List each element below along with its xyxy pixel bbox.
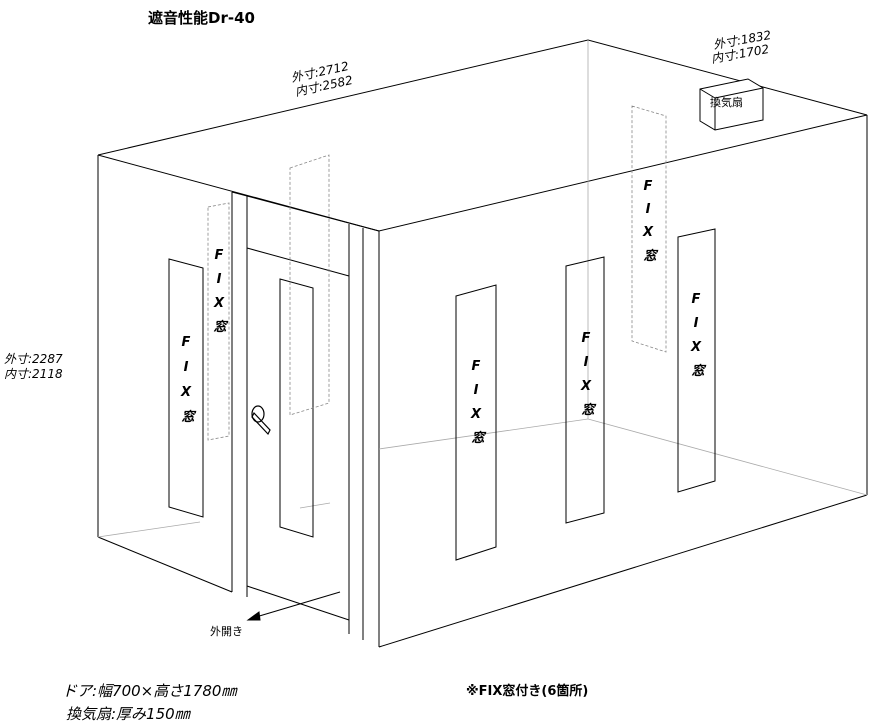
- svg-text:I: I: [584, 355, 589, 370]
- svg-text:I: I: [474, 383, 479, 398]
- svg-text:X: X: [213, 296, 225, 311]
- svg-text:F: F: [182, 335, 191, 350]
- hidden-windows: [207, 105, 667, 441]
- door: [231, 191, 380, 640]
- svg-text:窓: 窓: [181, 409, 196, 425]
- fan-thickness-note: 換気扇:厚み150㎜: [66, 705, 192, 723]
- fix-window-count-note: ※FIX窓付き(6箇所): [466, 683, 588, 699]
- ventilation-fan-label: 換気扇: [710, 95, 743, 109]
- svg-text:X: X: [690, 340, 702, 355]
- door-handle-icon: [251, 405, 271, 436]
- fix-window-front-1: [455, 284, 497, 561]
- fix-label-front-1: F I X 窓: [470, 359, 487, 446]
- svg-text:I: I: [184, 360, 189, 375]
- svg-text:F: F: [692, 292, 701, 307]
- svg-text:窓: 窓: [213, 319, 228, 335]
- svg-text:内寸:2118: 内寸:2118: [4, 367, 63, 381]
- booth-outline: [97, 39, 868, 648]
- fix-window-left: [168, 258, 204, 518]
- svg-text:窓: 窓: [471, 430, 486, 446]
- fix-window-front-3: [677, 228, 716, 493]
- diagram-title: 遮音性能Dr-40: [148, 9, 255, 27]
- svg-text:X: X: [180, 385, 192, 400]
- door-size-note: ドア:幅700×高さ1780㎜: [62, 682, 238, 700]
- svg-text:F: F: [215, 248, 224, 263]
- fix-label-left: F I X 窓: [180, 335, 197, 425]
- svg-text:X: X: [580, 379, 592, 394]
- hidden-edges: [97, 40, 868, 538]
- fix-windows: [168, 228, 716, 561]
- svg-text:I: I: [694, 316, 699, 331]
- dimension-width: 外寸:2712 内寸:2582: [290, 59, 354, 99]
- svg-text:窓: 窓: [581, 402, 596, 418]
- fix-label-front-3: F I X 窓: [690, 292, 707, 379]
- door-open-label: 外開き: [210, 625, 243, 638]
- fix-label-hidden-left: F I X 窓: [213, 248, 229, 335]
- svg-text:窓: 窓: [691, 363, 706, 379]
- fix-window-front-2: [565, 256, 605, 524]
- svg-text:X: X: [642, 225, 654, 240]
- dimension-height: 外寸:2287 内寸:2118: [4, 352, 63, 381]
- svg-text:F: F: [472, 359, 481, 374]
- dimension-depth: 外寸:1832 内寸:1702: [710, 28, 772, 66]
- svg-text:I: I: [646, 202, 651, 217]
- svg-text:F: F: [644, 179, 653, 194]
- svg-text:窓: 窓: [643, 248, 658, 264]
- svg-text:I: I: [217, 272, 222, 287]
- fix-label-front-2: F I X 窓: [580, 331, 597, 418]
- svg-text:外寸:2287: 外寸:2287: [4, 352, 63, 366]
- svg-text:F: F: [582, 331, 591, 346]
- svg-text:X: X: [470, 407, 482, 422]
- ventilation-fan: [699, 78, 764, 131]
- door-open-arrow-icon: [246, 591, 341, 621]
- fix-label-hidden-right: F I X 窓: [642, 179, 659, 264]
